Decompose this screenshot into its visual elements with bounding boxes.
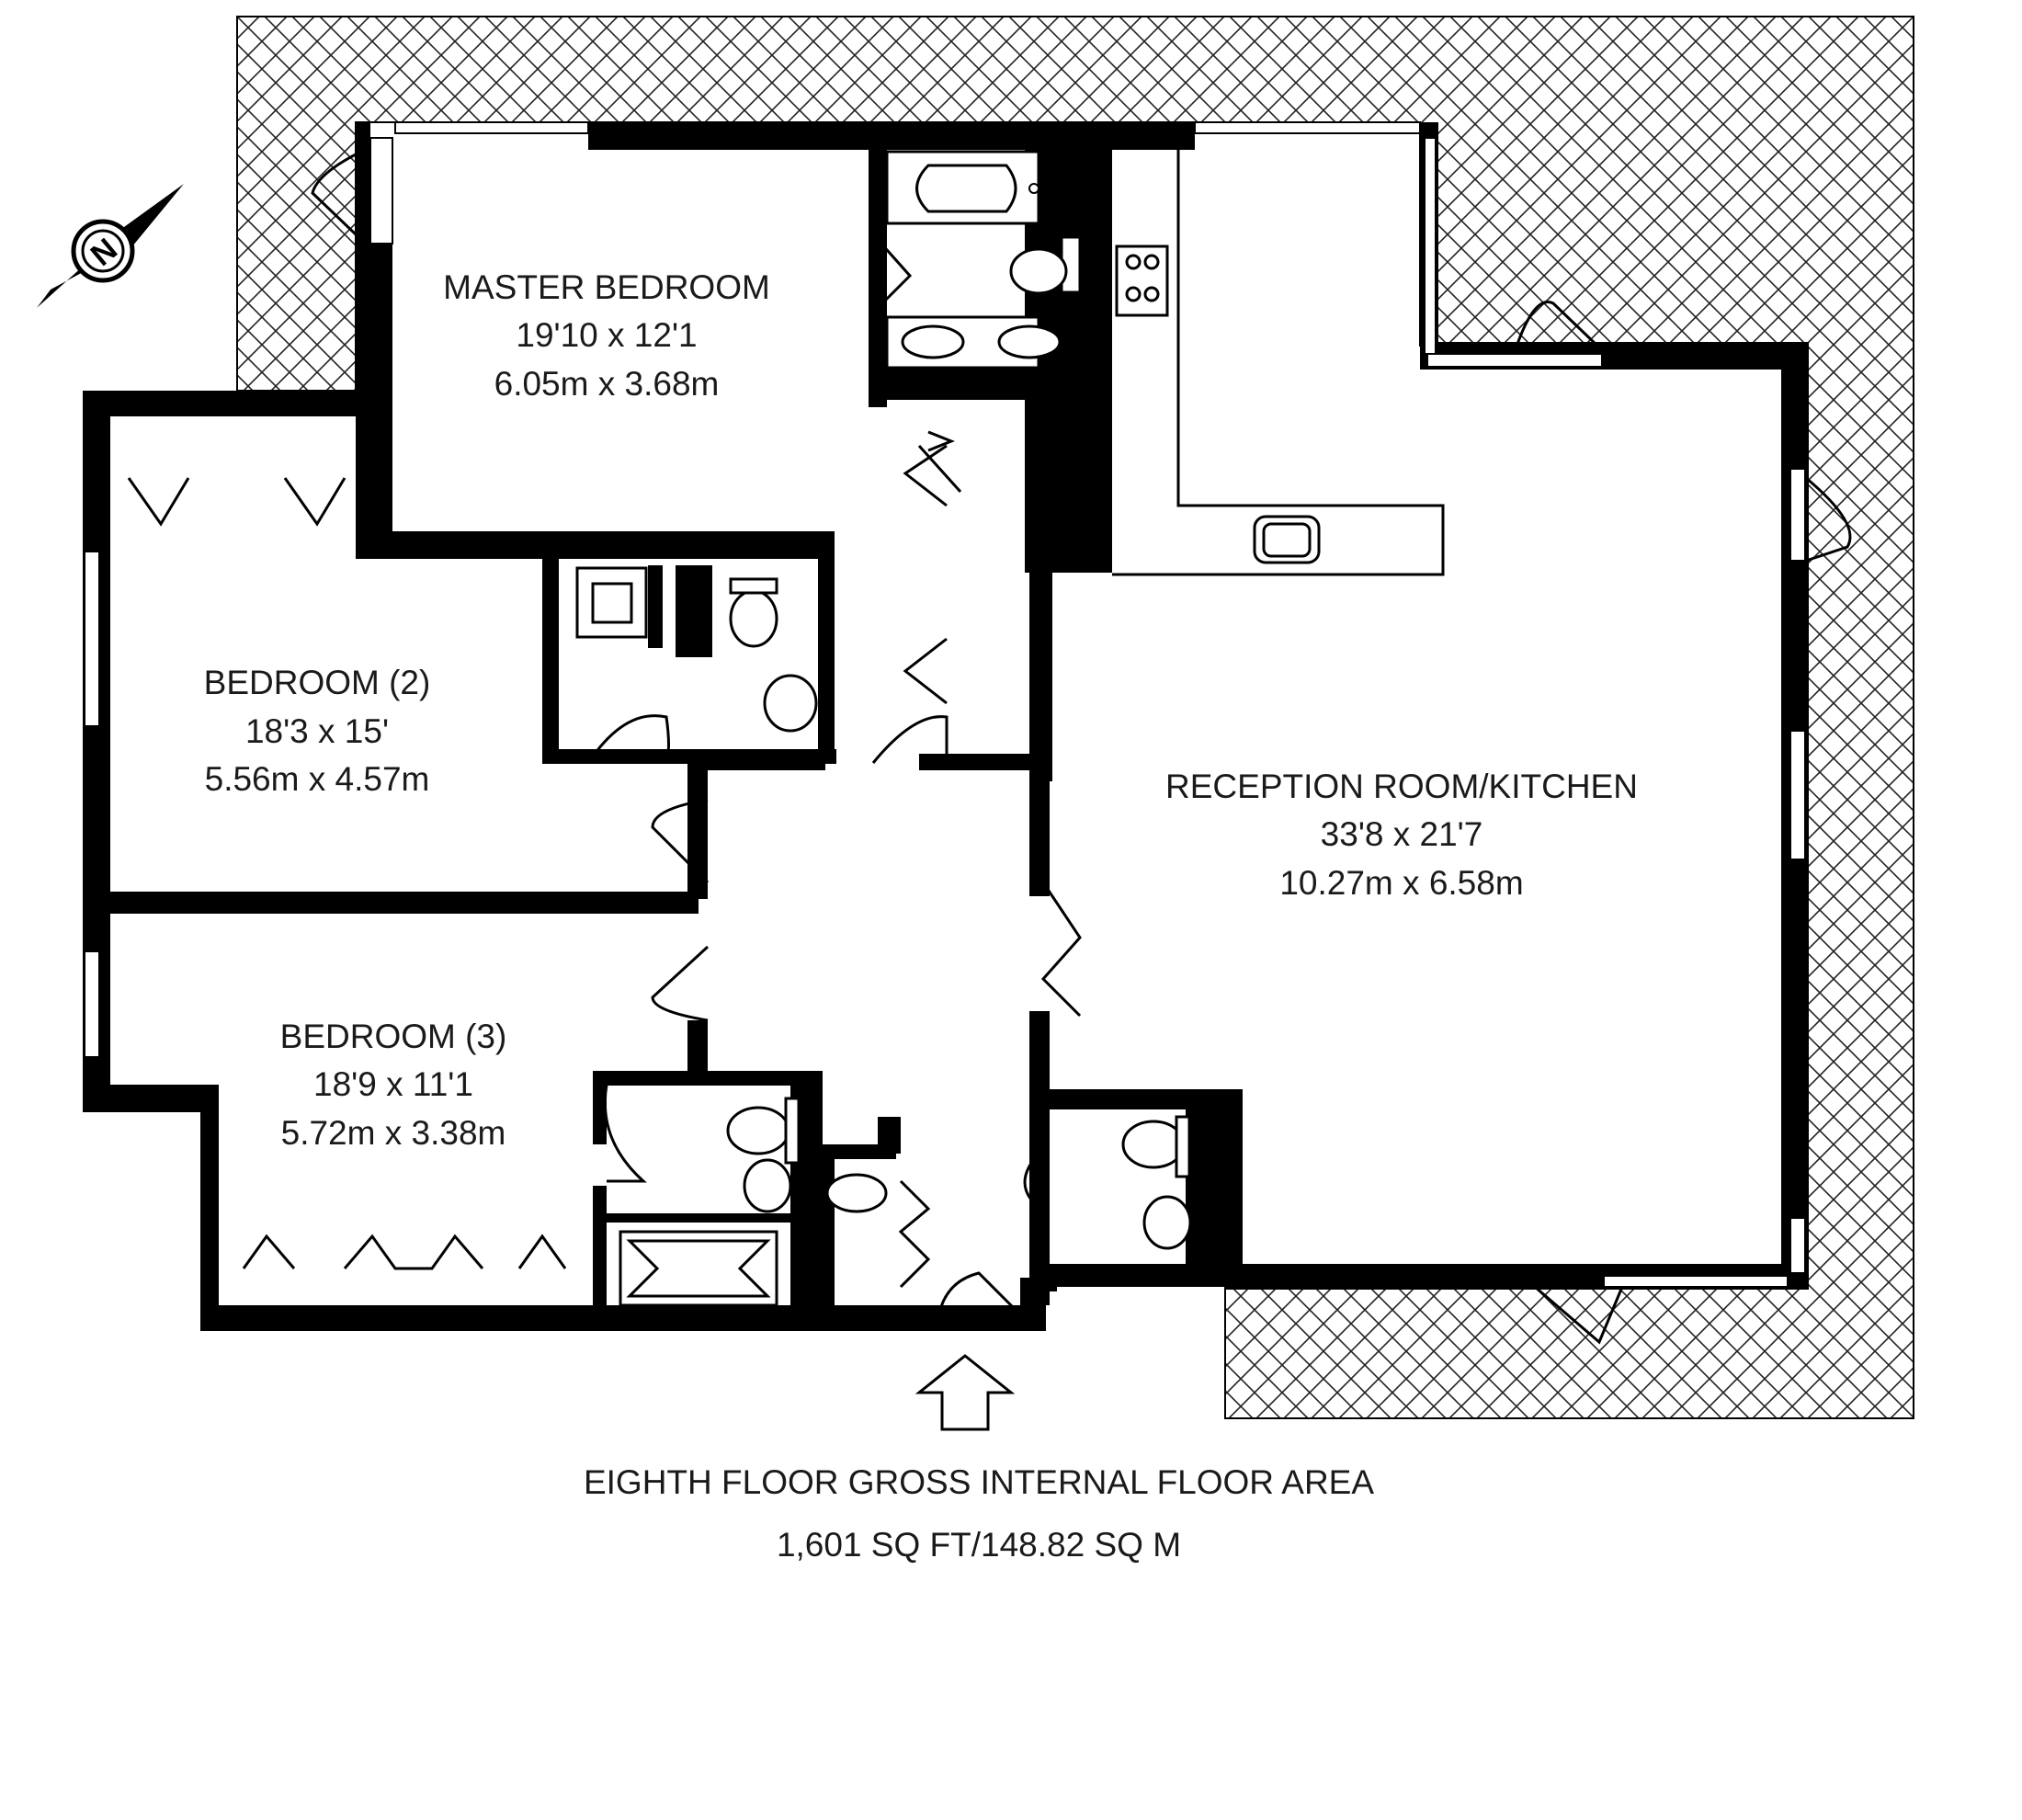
room-name: BEDROOM (3) bbox=[280, 1018, 507, 1055]
room-size-imperial: 19'10 x 12'1 bbox=[516, 316, 697, 354]
compass-icon: N bbox=[37, 184, 184, 308]
toilet-icon bbox=[729, 577, 778, 648]
room-size-metric: 5.56m x 4.57m bbox=[205, 760, 430, 798]
hall-walls bbox=[593, 754, 1057, 1324]
room-label-bedroom-2: BEDROOM (2) 18'3 x 15' 5.56m x 4.57m bbox=[204, 664, 431, 798]
room-name: RECEPTION ROOM/KITCHEN bbox=[1165, 768, 1638, 805]
bathtub-icon bbox=[885, 150, 1066, 225]
room-size-metric: 6.05m x 3.68m bbox=[494, 365, 720, 403]
bathtub-icon bbox=[619, 1230, 778, 1307]
sink-icon bbox=[763, 674, 818, 733]
room-size-imperial: 33'8 x 21'7 bbox=[1321, 815, 1483, 853]
bedroom-2-walls bbox=[83, 391, 699, 1112]
sink-icon bbox=[743, 1158, 792, 1213]
double-vanity-icon bbox=[885, 315, 1062, 370]
toilet-icon bbox=[726, 1097, 801, 1165]
master-bedroom-walls bbox=[356, 121, 1195, 781]
toilet-icon bbox=[1009, 235, 1082, 295]
floor-area-title: EIGHTH FLOOR GROSS INTERNAL FLOOR AREA bbox=[584, 1463, 1374, 1501]
entrance-arrow-icon bbox=[914, 1354, 1016, 1431]
floor-area-value: 1,601 SQ FT/148.82 SQ M bbox=[777, 1526, 1181, 1564]
sink-icon bbox=[1142, 1195, 1192, 1250]
room-name: BEDROOM (2) bbox=[204, 664, 431, 701]
hob-icon bbox=[1115, 245, 1169, 317]
kitchen-counter bbox=[1112, 141, 1445, 576]
room-size-metric: 10.27m x 6.58m bbox=[1279, 864, 1523, 902]
bedroom-3-walls bbox=[83, 770, 1046, 1331]
sink-icon bbox=[825, 1173, 888, 1213]
room-name: MASTER BEDROOM bbox=[443, 268, 770, 306]
room-label-bedroom-3: BEDROOM (3) 18'9 x 11'1 5.72m x 3.38m bbox=[280, 1018, 507, 1152]
room-size-imperial: 18'9 x 11'1 bbox=[313, 1065, 473, 1103]
shower-icon bbox=[575, 566, 648, 639]
doors bbox=[311, 153, 1852, 1345]
toilet-icon bbox=[1121, 1115, 1191, 1178]
room-size-imperial: 18'3 x 15' bbox=[245, 712, 389, 750]
room-label-reception: RECEPTION ROOM/KITCHEN 33'8 x 21'7 10.27… bbox=[1165, 768, 1638, 902]
reception-walls bbox=[1029, 121, 1809, 1305]
room-size-metric: 5.72m x 3.38m bbox=[281, 1114, 506, 1152]
bath-2-walls bbox=[542, 531, 836, 764]
wc-walls bbox=[1048, 1089, 1232, 1287]
wardrobe-marks bbox=[127, 444, 948, 1270]
room-label-master-bedroom: MASTER BEDROOM 19'10 x 12'1 6.05m x 3.68… bbox=[443, 268, 770, 403]
